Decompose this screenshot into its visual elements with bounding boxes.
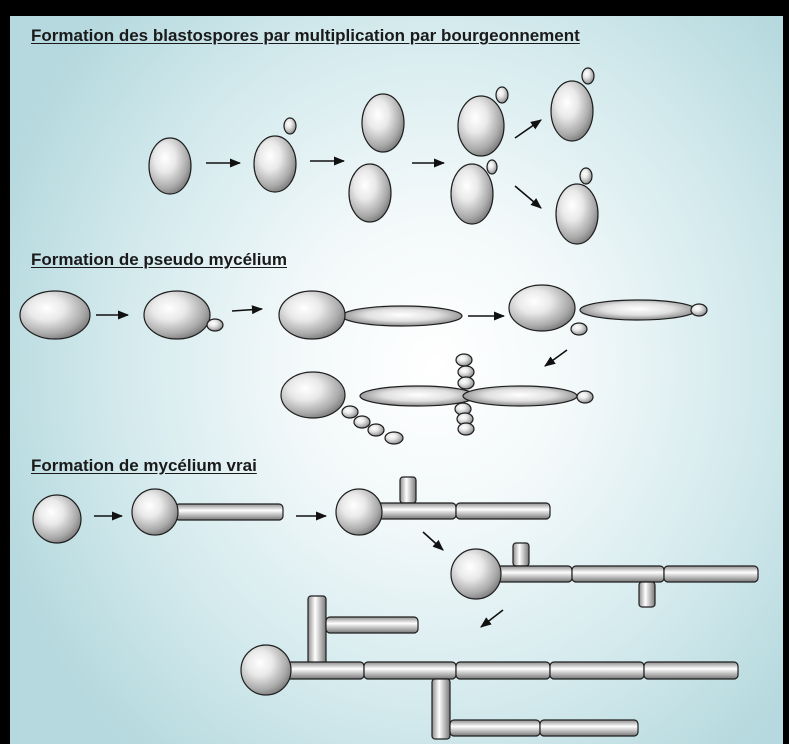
blastospore-sequence — [149, 68, 598, 244]
diagram-panel: Formation des blastospores par multiplic… — [10, 16, 783, 744]
pseudo-mycelium-sequence — [20, 285, 707, 444]
diagram-canvas — [10, 16, 783, 744]
true-mycelium-sequence — [33, 477, 758, 739]
